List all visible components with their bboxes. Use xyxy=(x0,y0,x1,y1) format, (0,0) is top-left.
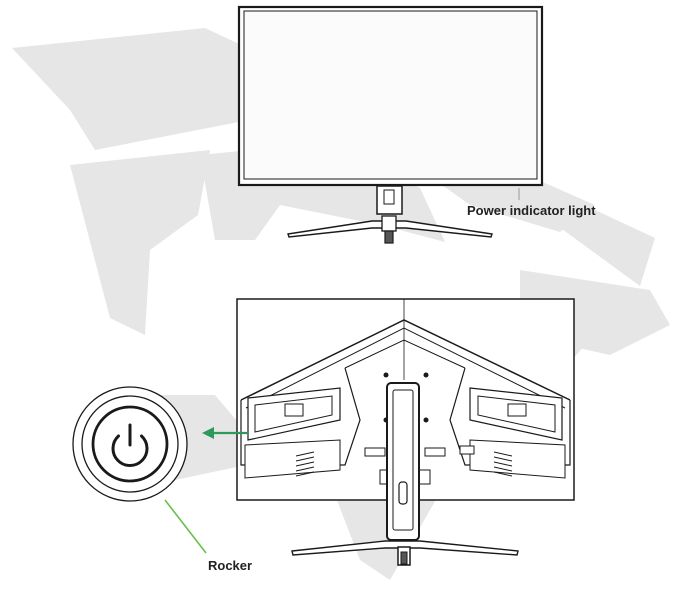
rocker-label: Rocker xyxy=(208,558,253,573)
monitor-front-screen xyxy=(243,10,538,180)
monitor-rear-view xyxy=(236,298,575,566)
power-indicator-label: Power indicator light xyxy=(467,203,596,218)
monitor-front-view xyxy=(237,5,544,244)
rocker-button-detail xyxy=(72,386,188,502)
rocker-leader xyxy=(164,499,207,554)
rocker-arrow xyxy=(202,427,248,439)
power-icon xyxy=(111,423,149,468)
